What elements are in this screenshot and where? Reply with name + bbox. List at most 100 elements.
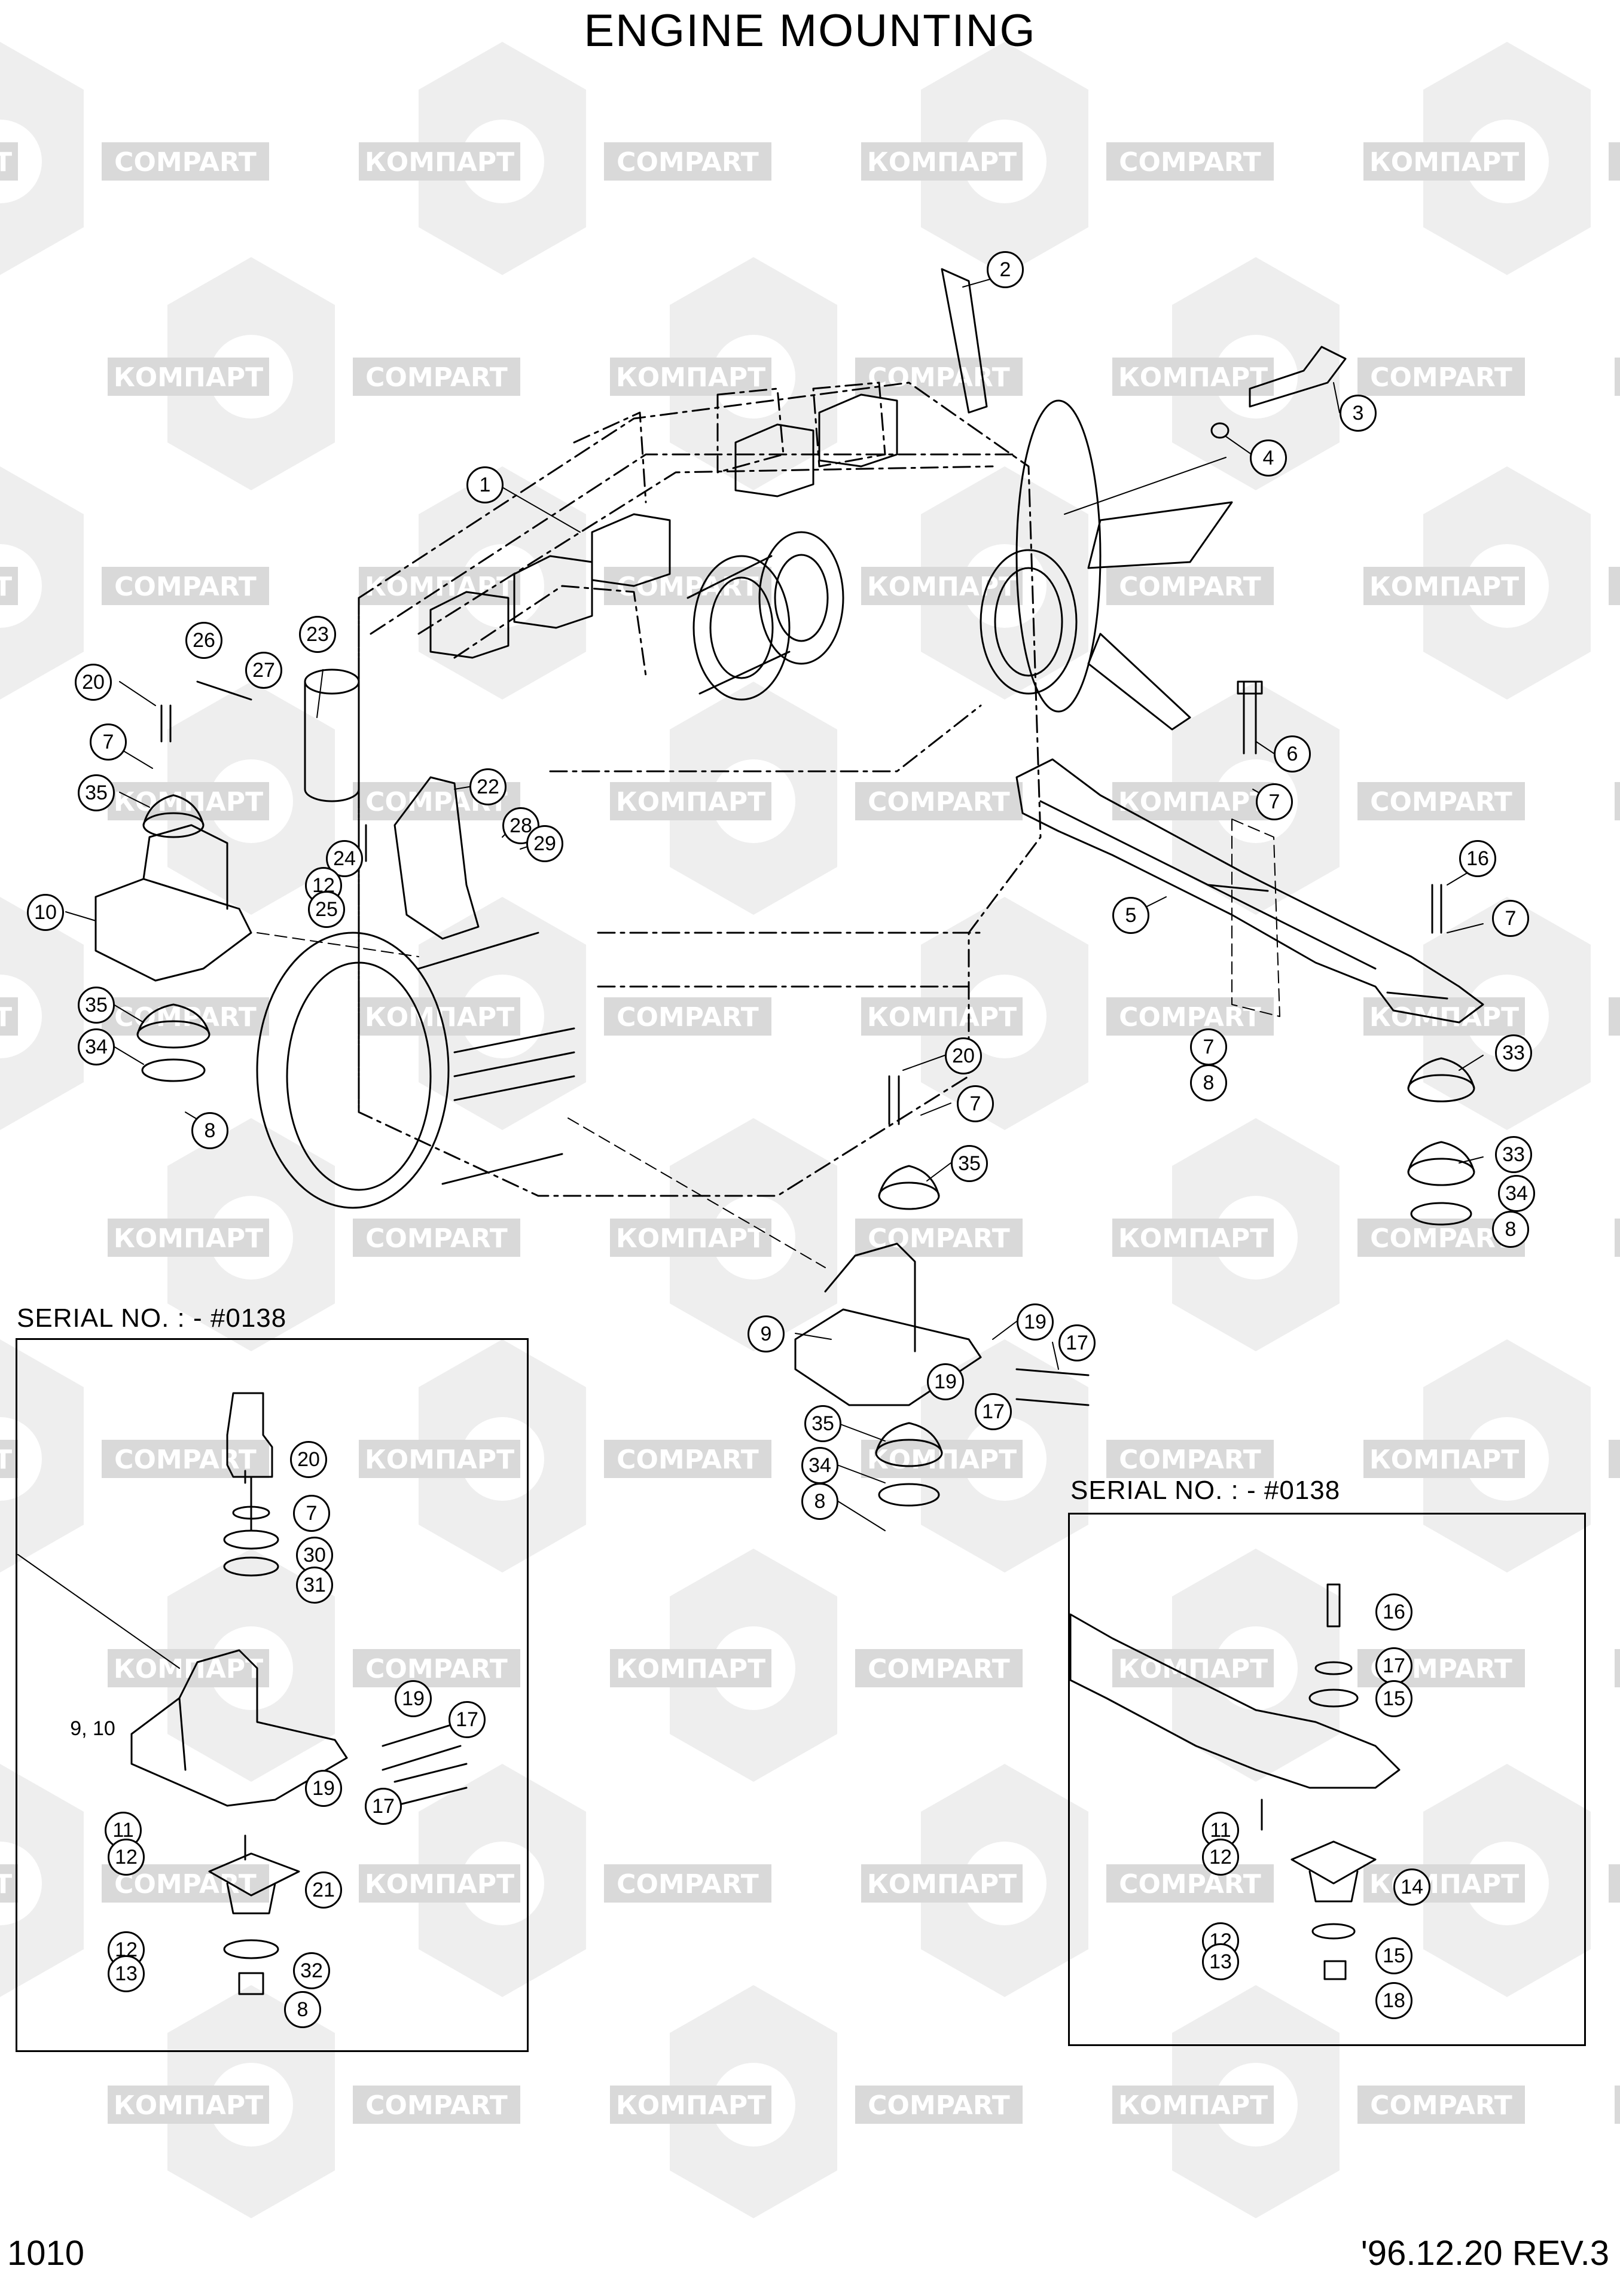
watermark-text-latin: COMPART	[1370, 362, 1512, 393]
callout-main: 34	[1498, 1175, 1535, 1212]
callout-inset-left: 21	[305, 1871, 342, 1909]
callout-inset-left: 17	[449, 1701, 486, 1738]
watermark-text-cyrillic: КОМПАРТ	[867, 147, 1017, 178]
watermark-text-latin: COMPART	[617, 147, 759, 178]
watermark-text-latin: COMPART	[114, 1445, 257, 1475]
watermark-tile: КОМПАРТ COMPART	[359, 1764, 771, 1997]
page-title: ENGINE MOUNTING	[584, 5, 1036, 56]
watermark-text-latin: COMPART	[1119, 572, 1261, 602]
callout-main: 7	[1492, 900, 1529, 937]
callout-main: 28	[502, 807, 539, 844]
callout-inset-left: 19	[395, 1680, 432, 1717]
callout-main: 35	[78, 774, 115, 811]
watermark-text-cyrillic: КОМПАРТ	[0, 572, 12, 602]
watermark-text-latin: COMPART	[1370, 2090, 1512, 2121]
watermark-text-cyrillic: КОМПАРТ	[616, 362, 765, 393]
serial-note-right: SERIAL NO. : - #0138	[1070, 1476, 1341, 1505]
callout-main: 35	[804, 1405, 841, 1442]
watermark-tile: КОМПАРТ COMPART	[1112, 1118, 1525, 1351]
callout-main: 20	[945, 1037, 982, 1074]
callout-main: 19	[927, 1363, 964, 1400]
watermark-text-latin: COMPART	[114, 147, 257, 178]
callout-main: 33	[1495, 1034, 1532, 1071]
watermark-text-latin: COMPART	[868, 2090, 1010, 2121]
valve-covers	[429, 393, 898, 659]
watermark-text-cyrillic: КОМПАРТ	[1118, 787, 1268, 817]
callout-main: 34	[801, 1447, 838, 1484]
callout-main: 7	[90, 723, 127, 761]
callout-main: 29	[526, 825, 563, 862]
callout-inset-right: 15	[1375, 1937, 1412, 1974]
flywheel-housing	[256, 932, 575, 1209]
watermark-text-latin: COMPART	[868, 362, 1010, 393]
inset-left-assembly	[17, 1392, 468, 1995]
callout-inset-right: 15	[1375, 1680, 1412, 1717]
watermark-text-cyrillic: КОМПАРТ	[1369, 572, 1519, 602]
callout-main: 35	[951, 1145, 988, 1182]
callout-inset-left: 12	[108, 1839, 145, 1876]
watermark-text-latin: COMPART	[1370, 1223, 1512, 1254]
mount-bracket-22	[393, 776, 480, 940]
callout-main: 19	[1017, 1303, 1054, 1341]
watermark-text-latin: COMPART	[617, 1869, 759, 1900]
watermark-text-cyrillic: КОМПАРТ	[616, 2090, 765, 2121]
callout-main: 23	[299, 616, 336, 653]
callout-main: 7	[957, 1085, 994, 1122]
watermark-text-latin: COMPART	[1370, 787, 1512, 817]
callout-main: 6	[1274, 735, 1311, 773]
callout-inset-left: 9, 10	[70, 1717, 115, 1740]
watermark-text-latin: COMPART	[617, 1002, 759, 1033]
mount-bracket-10	[94, 824, 252, 982]
rubber-mounts	[136, 794, 1475, 1507]
callout-inset-right: 17	[1375, 1647, 1412, 1684]
callout-main: 20	[75, 664, 112, 701]
callout-inset-left: 8	[284, 1991, 321, 2028]
watermark-tile: КОМПАРТ COMPART	[610, 1985, 1023, 2218]
callout-inset-right: 18	[1375, 1982, 1412, 2019]
watermark-text-latin: COMPART	[1119, 1869, 1261, 1900]
watermark-text-cyrillic: КОМПАРТ	[365, 1869, 514, 1900]
watermark-text-latin: COMPART	[365, 362, 508, 393]
callout-main: 7	[1190, 1028, 1227, 1065]
cooling-fan	[941, 268, 1233, 731]
engine-block	[358, 381, 1042, 1197]
callout-main: 2	[987, 251, 1024, 288]
callout-main: 7	[1256, 783, 1293, 820]
watermark-text-latin: COMPART	[365, 2090, 508, 2121]
watermark-text-latin: COMPART	[1119, 1002, 1261, 1033]
callout-inset-left: 32	[293, 1952, 330, 1989]
watermark-text-cyrillic: КОМПАРТ	[365, 1002, 514, 1033]
watermark-text-cyrillic: КОМПАРТ	[616, 1654, 765, 1684]
inset-left-frame	[16, 1338, 529, 2052]
callout-main: 16	[1459, 840, 1496, 877]
callout-main: 8	[1190, 1064, 1227, 1101]
watermark-text-cyrillic: КОМПАРТ	[0, 1869, 12, 1900]
watermark-text-cyrillic: КОМПАРТ	[1118, 1223, 1268, 1254]
watermark-text-cyrillic: КОМПАРТ	[114, 1223, 263, 1254]
callout-main: 8	[1492, 1211, 1529, 1248]
callout-inset-right: 12	[1202, 1839, 1239, 1876]
inset-right-frame	[1068, 1513, 1586, 2046]
watermark-text-cyrillic: КОМПАРТ	[114, 2090, 263, 2121]
callout-main: 22	[469, 768, 507, 805]
callout-inset-right: 14	[1393, 1868, 1430, 1906]
callout-main: 34	[78, 1028, 115, 1065]
watermark-text-cyrillic: КОМПАРТ	[616, 787, 765, 817]
callout-inset-left: 7	[293, 1495, 330, 1532]
